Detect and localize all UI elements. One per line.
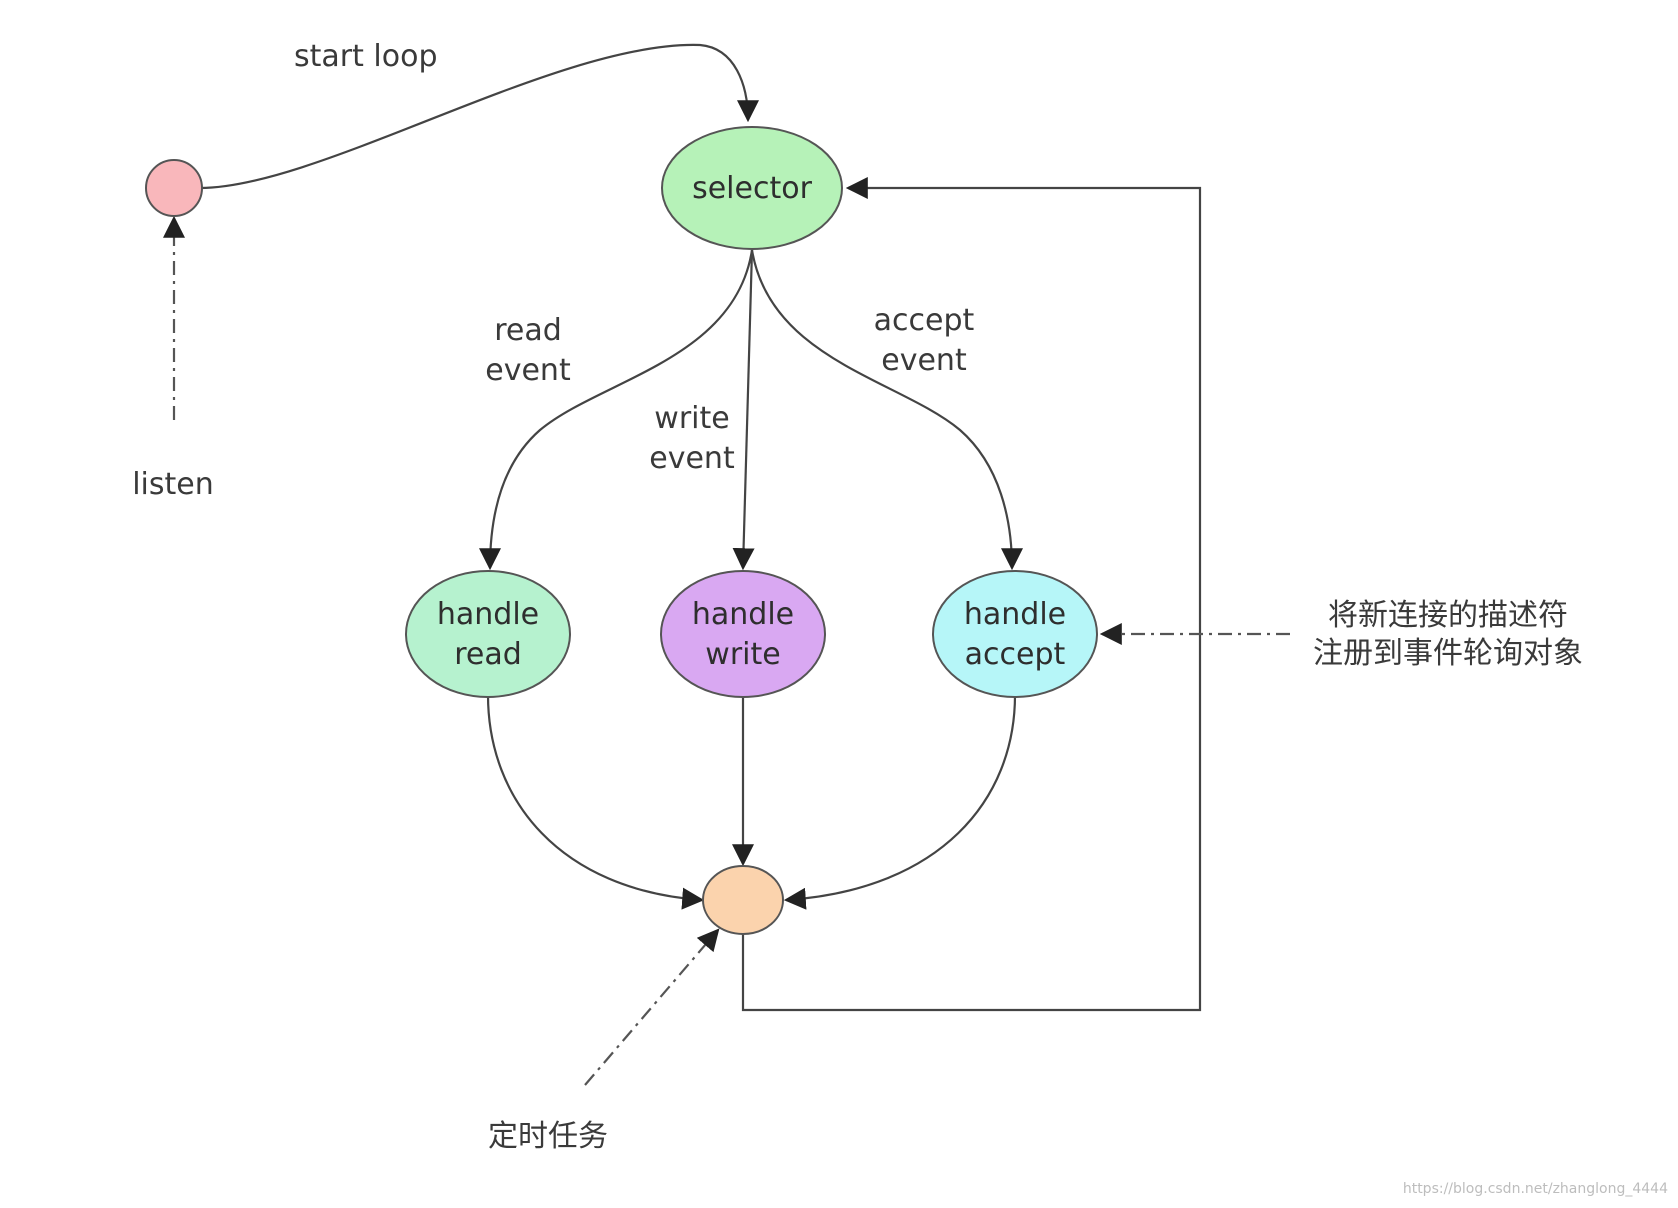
handle-read-label-2: read	[454, 637, 522, 672]
write-event-label-2: event	[649, 441, 735, 476]
read-event-edge	[479, 249, 754, 571]
start-loop-label: start loop	[294, 39, 438, 74]
handle-accept-label-2: accept	[965, 637, 1066, 672]
write-event-label-1: write	[654, 401, 729, 436]
write-event-edge	[732, 249, 755, 571]
accept-to-merge-edge	[783, 694, 1017, 910]
watermark: https://blog.csdn.net/zhanglong_4444	[1403, 1181, 1668, 1197]
handle-read-label-1: handle	[437, 597, 539, 632]
selector-node	[661, 126, 843, 250]
register-label-2: 注册到事件轮询对象	[1313, 636, 1583, 671]
handle-read-node	[405, 570, 571, 698]
handle-write-label-1: handle	[692, 597, 794, 632]
register-label-1: 将新连接的描述符	[1328, 598, 1568, 633]
accept-event-label-1: accept	[874, 303, 975, 338]
selector-label: selector	[692, 171, 812, 206]
timer-label: 定时任务	[488, 1119, 608, 1154]
timer-edge	[584, 928, 720, 1086]
listen-label: listen	[132, 467, 214, 502]
read-event-label-2: event	[485, 353, 571, 388]
read-to-merge-edge	[486, 694, 705, 910]
handle-write-label-2: write	[705, 637, 780, 672]
handle-accept-label-1: handle	[964, 597, 1066, 632]
accept-event-edge	[750, 249, 1023, 571]
start-node	[145, 159, 203, 217]
merge-node	[702, 865, 784, 935]
handle-write-node	[660, 570, 826, 698]
start-loop-edge	[199, 43, 759, 190]
handle-accept-node	[932, 570, 1098, 698]
read-event-label-1: read	[494, 313, 562, 348]
loop-back-edge	[741, 177, 1202, 1012]
accept-event-label-2: event	[881, 343, 967, 378]
